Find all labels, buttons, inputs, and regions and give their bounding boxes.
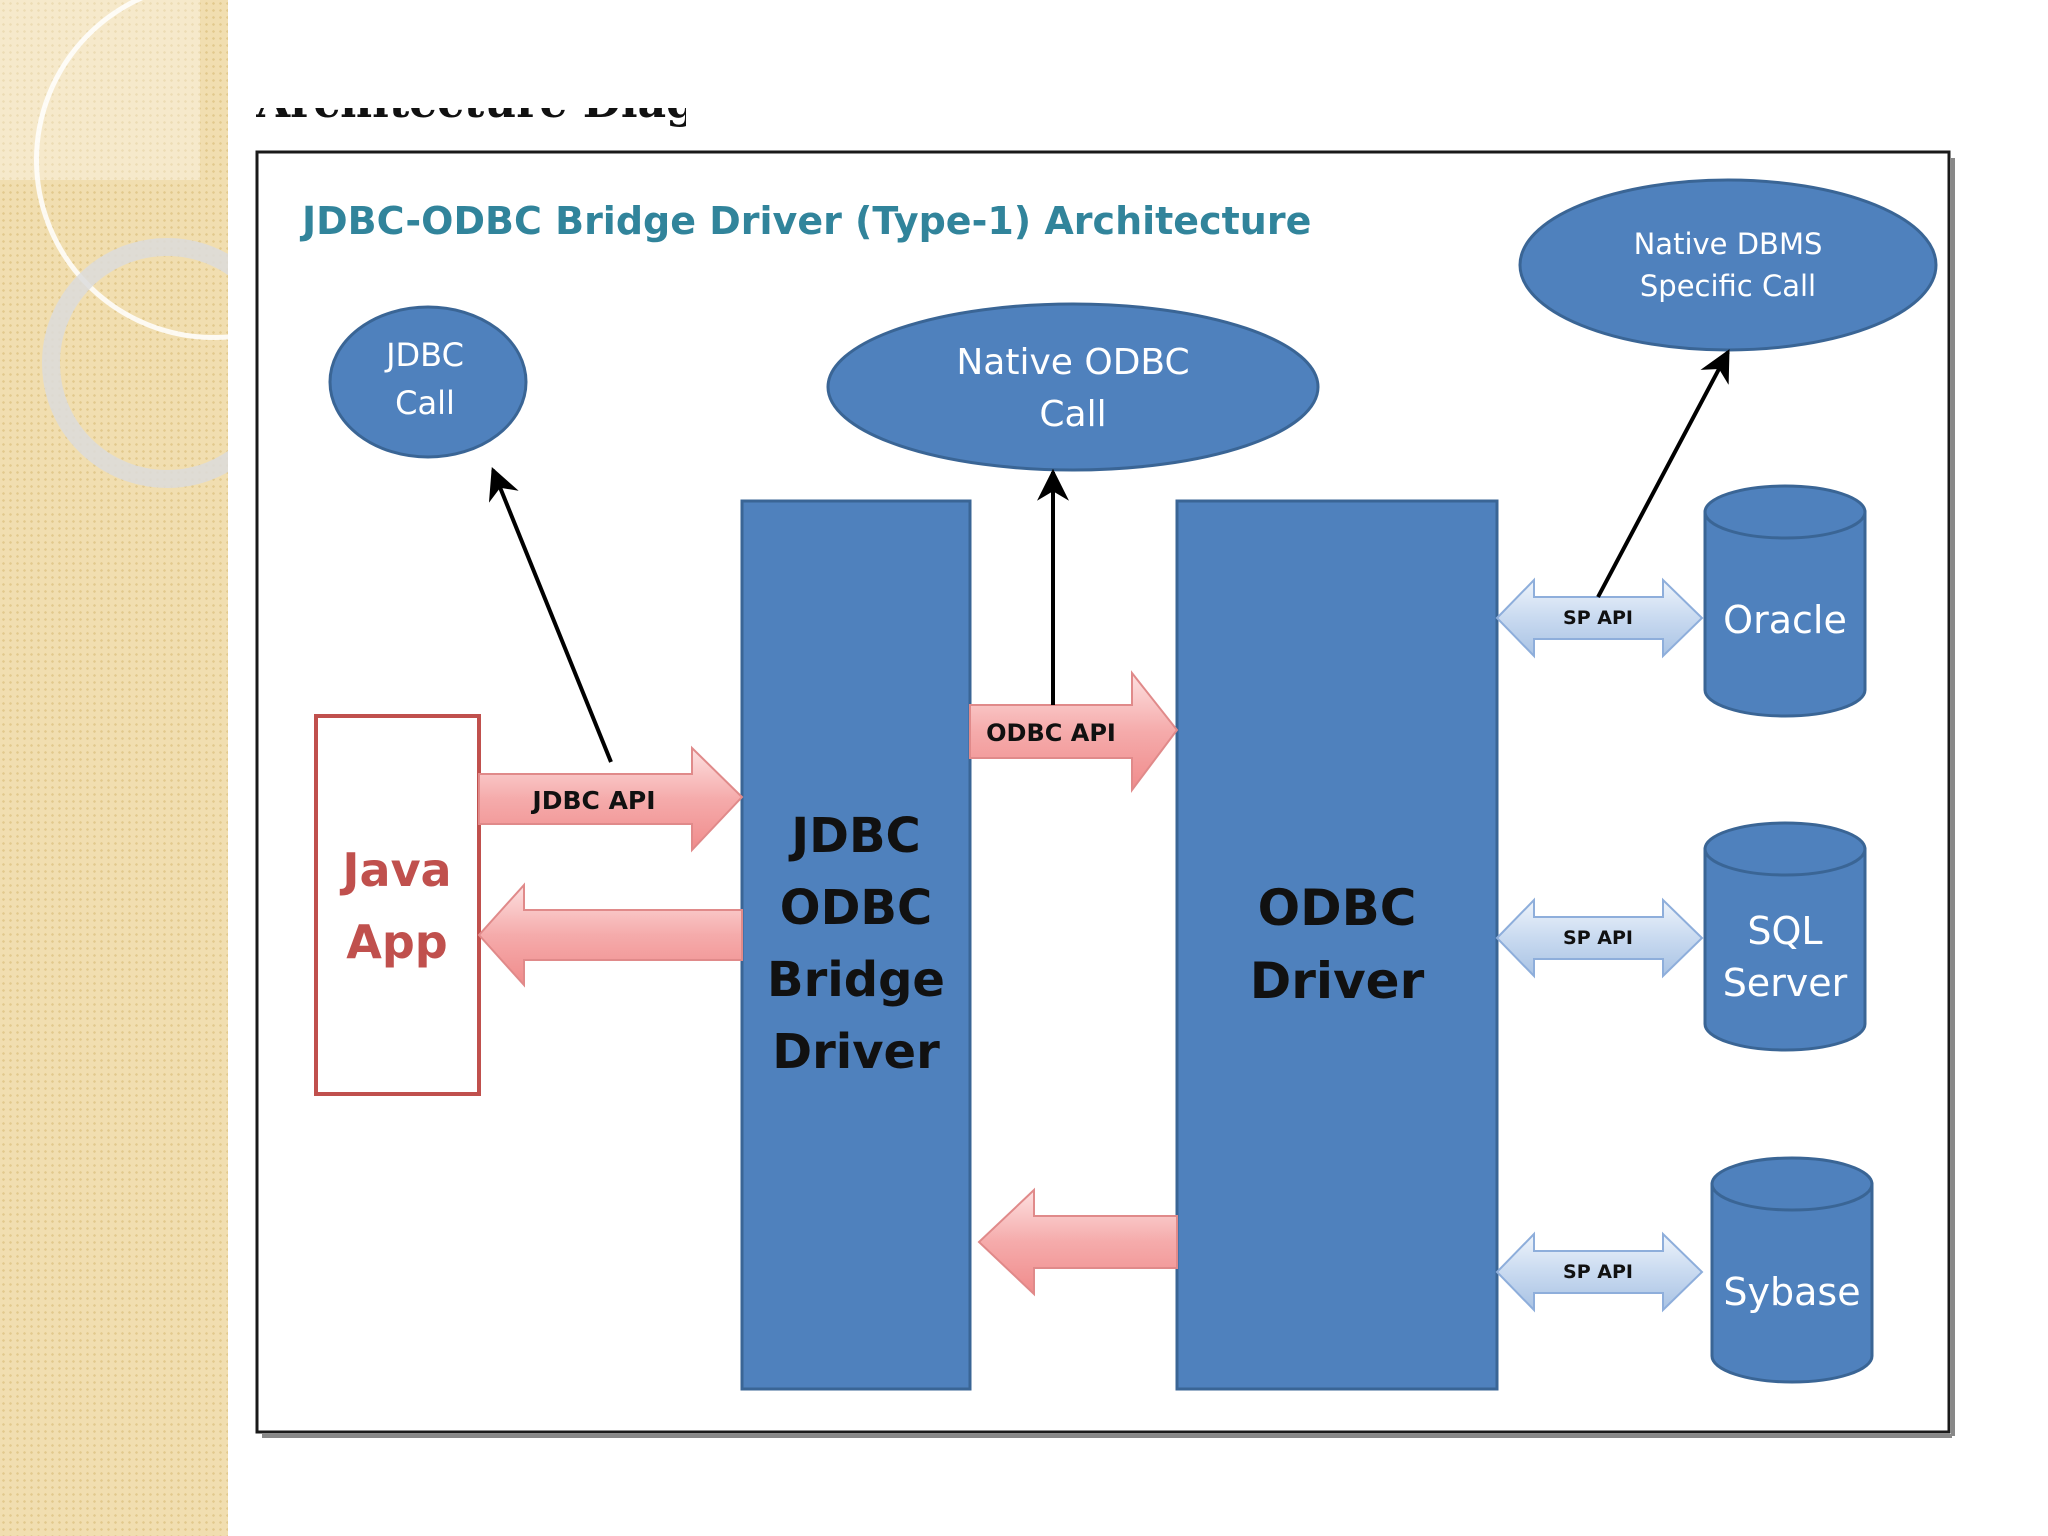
sp-api-arrow-sqlserver [1495, 897, 1704, 979]
java-app-label-line1: Java [339, 843, 451, 897]
sp-api-label-sybase: SP API [1563, 1261, 1633, 1283]
oracle-database-cylinder [1703, 484, 1867, 718]
bridge-driver-label-line1: JDBC [788, 808, 921, 864]
jdbc-api-label: JDBC API [530, 786, 655, 815]
odbc-api-label: ODBC API [986, 719, 1116, 747]
jdbc-call-ellipse [328, 305, 528, 459]
jdbc-call-label-line2: Call [395, 384, 455, 422]
odbc-api-arrow [969, 670, 1179, 793]
jdbc-call-label-line1: JDBC [384, 336, 464, 374]
slide-heading-clipped: Architecture Diagram: [256, 108, 686, 148]
sqlserver-label-line1: SQL [1747, 909, 1822, 953]
sp-api-label-oracle: SP API [1563, 607, 1633, 629]
connector-to-native-dbms-call [1596, 349, 1730, 598]
native-dbms-call-ellipse [1518, 178, 1938, 352]
connector-to-jdbc-call [488, 467, 613, 763]
sqlserver-database-cylinder [1703, 821, 1867, 1052]
odbc-driver-label-line2: Driver [1250, 952, 1425, 1010]
java-app-box [314, 714, 481, 1096]
bridge-driver-block [740, 499, 972, 1391]
bridge-driver-label-line2: ODBC [780, 880, 932, 936]
native-odbc-call-label-line1: Native ODBC [956, 342, 1189, 383]
native-odbc-call-label-line2: Call [1039, 394, 1106, 435]
odbc-driver-label-line1: ODBC [1258, 879, 1417, 937]
diagram-title: JDBC-ODBC Bridge Driver (Type-1) Archite… [299, 199, 1311, 243]
native-dbms-call-label-line1: Native DBMS [1634, 227, 1823, 261]
sybase-database-cylinder [1710, 1156, 1874, 1384]
sqlserver-label-line2: Server [1723, 961, 1848, 1005]
sp-api-arrow-oracle [1495, 577, 1704, 659]
bridge-driver-label-line3: Bridge [767, 952, 945, 1008]
odbc-to-bridge-arrow [977, 1187, 1178, 1297]
bridge-driver-label-line4: Driver [772, 1024, 940, 1080]
sybase-label: Sybase [1723, 1270, 1860, 1314]
sp-api-arrow-sybase [1495, 1231, 1704, 1313]
slide-heading-text: Architecture Diagram: [256, 108, 686, 125]
native-odbc-call-ellipse [826, 302, 1320, 472]
odbc-driver-block [1175, 499, 1499, 1391]
sp-api-label-sqlserver: SP API [1563, 927, 1633, 949]
native-dbms-call-label-line2: Specific Call [1640, 269, 1816, 303]
decorative-sidebar [0, 0, 228, 1536]
jdbc-api-arrow [478, 745, 744, 853]
oracle-label: Oracle [1723, 598, 1847, 642]
java-app-label-line2: App [346, 915, 447, 969]
bridge-to-javaapp-arrow [477, 882, 743, 988]
